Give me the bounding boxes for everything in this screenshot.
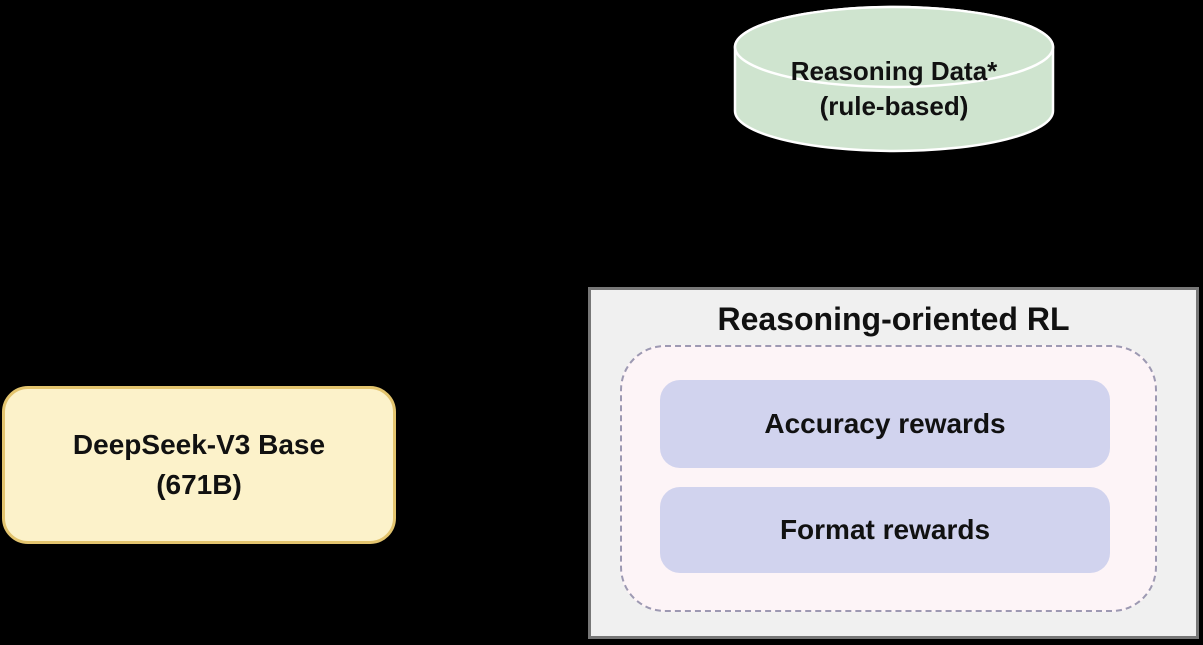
database-cylinder-icon [733,5,1055,153]
base-model-label-line2: (671B) [156,469,242,500]
base-model-label-line1: DeepSeek-V3 Base [72,429,326,460]
rl-stage-container: Reasoning-oriented RL Accuracy rewards F… [588,287,1199,639]
reasoning-data-label-line1: Reasoning Data* [790,56,998,86]
reasoning-data-label: Reasoning Data* (rule-based) [733,54,1055,124]
reasoning-data-store: Reasoning Data* (rule-based) [733,3,1055,155]
accuracy-rewards-label: Accuracy rewards [764,408,1006,439]
format-rewards-label: Format rewards [779,514,991,545]
rl-stage-title: Reasoning-oriented RL [717,301,1070,337]
accuracy-rewards-node: Accuracy rewards [660,380,1110,468]
format-rewards-node: Format rewards [660,487,1110,573]
base-model-node: DeepSeek-V3 Base (671B) [2,386,396,544]
reasoning-data-label-line2: (rule-based) [819,91,969,121]
rewards-group: Accuracy rewards Format rewards [620,345,1157,612]
